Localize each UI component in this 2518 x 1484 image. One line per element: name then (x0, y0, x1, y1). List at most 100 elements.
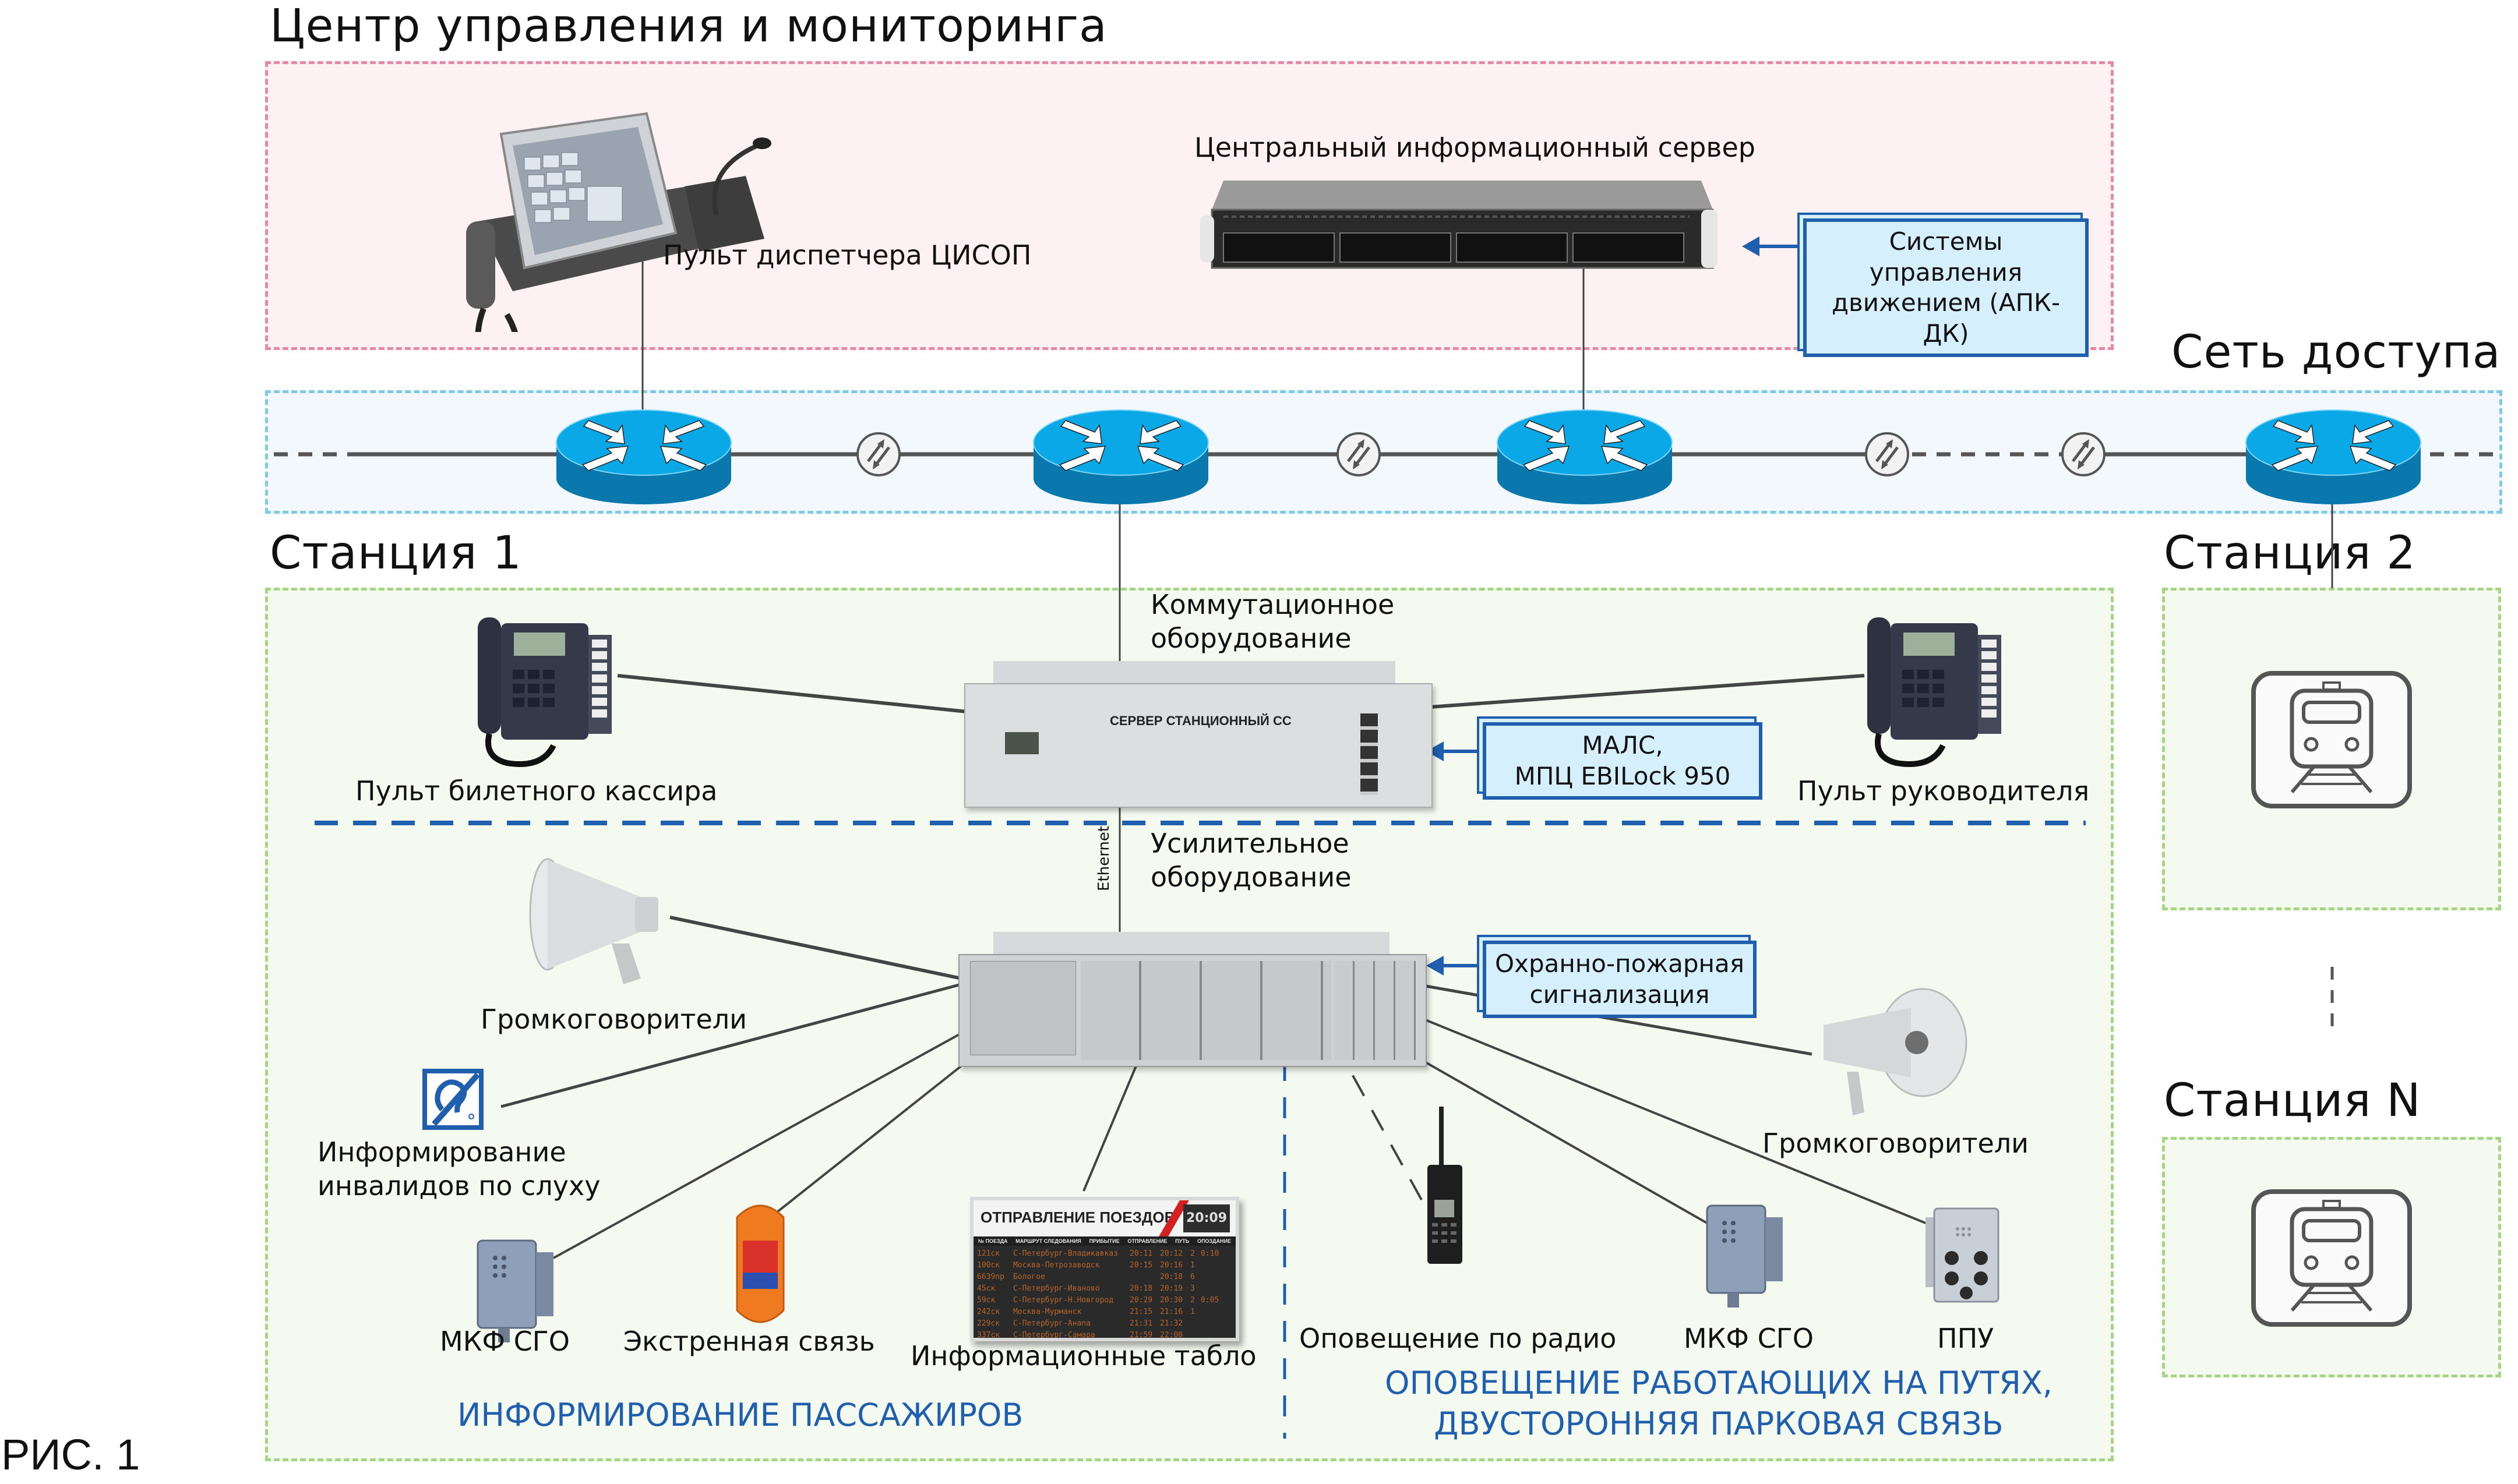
callout-fire-alarm-line2: сигнализация (1529, 980, 1710, 1009)
train-station-icon[interactable] (2250, 1188, 2413, 1328)
station-server-panel-text: СЕРВЕР СТАНЦИОННЫЙ СС (1110, 713, 1292, 728)
loudspeaker-right-link (1415, 983, 1812, 1056)
access-network-title: Сеть доступа (2171, 326, 2501, 379)
callout-interlocking-line1: МАЛС, (1582, 731, 1663, 759)
horn-speaker-icon (529, 858, 658, 984)
ticket-cashier-label: Пульт билетного кассира (355, 775, 718, 807)
station-server[interactable]: СЕРВЕР СТАНЦИОННЫЙ СС (964, 661, 1433, 808)
departure-board-cell-arrival: 20:15 (1130, 1261, 1153, 1270)
figure-label: РИС. 1 (1, 1430, 140, 1479)
hearing-link (500, 983, 962, 1108)
column-header: ПРИБЫТИЕ (1089, 1238, 1120, 1244)
train-station-icon[interactable] (2250, 670, 2413, 810)
mkf-sgo-left-label: МКФ СГО (440, 1326, 570, 1357)
track-workers-section-title: ОПОВЕЩЕНИЕ РАБОТАЮЩИХ НА ПУТЯХ, ДВУСТОРО… (1340, 1363, 2097, 1444)
router-icon[interactable] (1031, 408, 1211, 507)
departure-board-title: ОТПРАВЛЕНИЕ ПОЕЗДОВ (981, 1209, 1176, 1226)
departure-board-cell-train: 6639пр (977, 1273, 1004, 1281)
departure-board-cell-route: С-Петербург-Владикавказ (1013, 1249, 1119, 1258)
central-server-icon (1200, 181, 1718, 269)
central-server-label: Центральный информационный сервер (1194, 132, 1755, 163)
callout-fire-alarm: Охранно-пожарная сигнализация (1483, 941, 1757, 1018)
departure-board-cell-track: 1 (1190, 1261, 1195, 1270)
departure-board-cell-departure: 20:16 (1160, 1261, 1183, 1270)
emergency-label: Экстренная связь (623, 1326, 875, 1357)
hearing-loop-icon (422, 1069, 484, 1130)
callout-traffic-control-line2: движением (АПК-ДК) (1831, 288, 2061, 348)
departure-board-cell-delay (1201, 1283, 1224, 1295)
radio-label: Оповещение по радио (1299, 1323, 1617, 1354)
manager-phone[interactable] (1861, 612, 2013, 769)
wireless-link-icon[interactable] (855, 431, 902, 478)
emergency-call-unit[interactable] (725, 1200, 795, 1328)
departure-board-cell-route: Бологое (1013, 1273, 1045, 1281)
wireless-link-icon[interactable] (1864, 431, 1910, 478)
departure-board-cell-delay (1201, 1271, 1224, 1283)
callout-traffic-control: Системы управления движением (АПК-ДК) (1803, 218, 2089, 357)
departure-board-clock: 20:09 (1183, 1204, 1230, 1232)
wireless-link-icon[interactable] (1335, 431, 1382, 478)
mkf-left-link (553, 1006, 1008, 1259)
ppu-unit[interactable] (1923, 1206, 2010, 1305)
router-icon[interactable] (553, 408, 734, 507)
switching-equipment-label-line2: оборудование (1151, 622, 1352, 654)
cashier-phone-link (617, 674, 968, 713)
portable-radio[interactable] (1422, 1107, 1468, 1270)
ppu-label: ППУ (1937, 1323, 1994, 1354)
mkf-sgo-right-label: МКФ СГО (1684, 1323, 1814, 1354)
departure-board-header: ОТПРАВЛЕНИЕ ПОЕЗДОВ 20:09 (974, 1200, 1236, 1236)
mkf-sgo-right[interactable] (1701, 1200, 1789, 1310)
departure-board-cell-delay (1201, 1306, 1224, 1318)
amplifier-rack[interactable] (958, 932, 1427, 1067)
departure-board-cell-route: С-Петербург-Самара (1013, 1331, 1095, 1340)
departure-board-cell-route: Москва-Мурманск (1013, 1308, 1082, 1316)
amplifier-equipment-label-line1: Усилительное (1151, 828, 1349, 859)
router-icon[interactable] (2243, 408, 2424, 507)
departure-board-cell-train: 121ск (977, 1249, 1000, 1258)
amplifier-power-modules (970, 961, 1076, 1055)
callout-traffic-control-line1: Системы управления (1869, 227, 2023, 287)
column-header: ОТПРАВЛЕНИЕ (1127, 1238, 1168, 1244)
hearing-impaired-label: Информирование инвалидов по слуху (318, 1136, 600, 1203)
ppu-panel-icon (1925, 1207, 1999, 1303)
departure-board-cell-departure: 22:00 (1160, 1331, 1183, 1340)
hearing-impaired-sign[interactable] (422, 1069, 484, 1130)
departure-board-cell-arrival: 20:11 (1130, 1249, 1153, 1258)
track-workers-section-line2: ДВУСТОРОННЯЯ ПАРКОВАЯ СВЯЗЬ (1434, 1405, 2004, 1443)
manager-phone-link (1421, 674, 1865, 709)
departure-board-cell-departure: 21:32 (1160, 1319, 1183, 1328)
arrow-traffic-control (1742, 236, 1800, 256)
amplifier-equipment-label-line2: оборудование (1151, 861, 1352, 893)
departure-board-cell-delay (1201, 1318, 1224, 1330)
column-header: № ПОЕЗДА (978, 1238, 1008, 1244)
departure-board-cell-departure: 20:12 (1160, 1249, 1183, 1258)
manager-console-label: Пульт руководителя (1797, 775, 2090, 807)
departure-board-cell-arrival: 21:59 (1130, 1331, 1153, 1340)
dispatcher-console[interactable] (443, 99, 816, 393)
router-icon[interactable] (1494, 408, 1675, 507)
departure-board-cell-route: С-Петербург-Н.Новгород (1013, 1296, 1114, 1305)
departure-board-cell-route: С-Петербург-Иваново (1013, 1284, 1100, 1293)
wireless-link-icon[interactable] (2060, 431, 2107, 478)
loudspeaker-left[interactable] (524, 856, 687, 996)
radio-handset-icon (1427, 1107, 1462, 1264)
departure-board-cell-train: 229ск (977, 1319, 1000, 1328)
arrow-interlocking (1426, 741, 1480, 761)
departure-board[interactable]: ОТПРАВЛЕНИЕ ПОЕЗДОВ 20:09 № ПОЕЗДА МАРШР… (970, 1197, 1239, 1341)
hearing-impaired-label-line1: Информирование (318, 1136, 566, 1168)
departure-board-cell-route: Москва-Петрозаводск (1013, 1261, 1100, 1270)
departure-board-cell-train: 100ск (977, 1261, 1000, 1270)
amplifier-equipment-label: Усилительное оборудование (1151, 827, 1352, 894)
mkf-sgo-left[interactable] (472, 1235, 559, 1345)
loudspeakers-left-label: Громкоговорители (481, 1004, 747, 1035)
ticket-cashier-phone[interactable] (472, 612, 623, 769)
loudspeaker-right[interactable] (1806, 984, 1969, 1124)
central-server[interactable] (1200, 175, 1724, 274)
departure-board-cell-departure: 20:18 (1160, 1273, 1183, 1281)
info-boards-label: Информационные табло (911, 1340, 1257, 1372)
